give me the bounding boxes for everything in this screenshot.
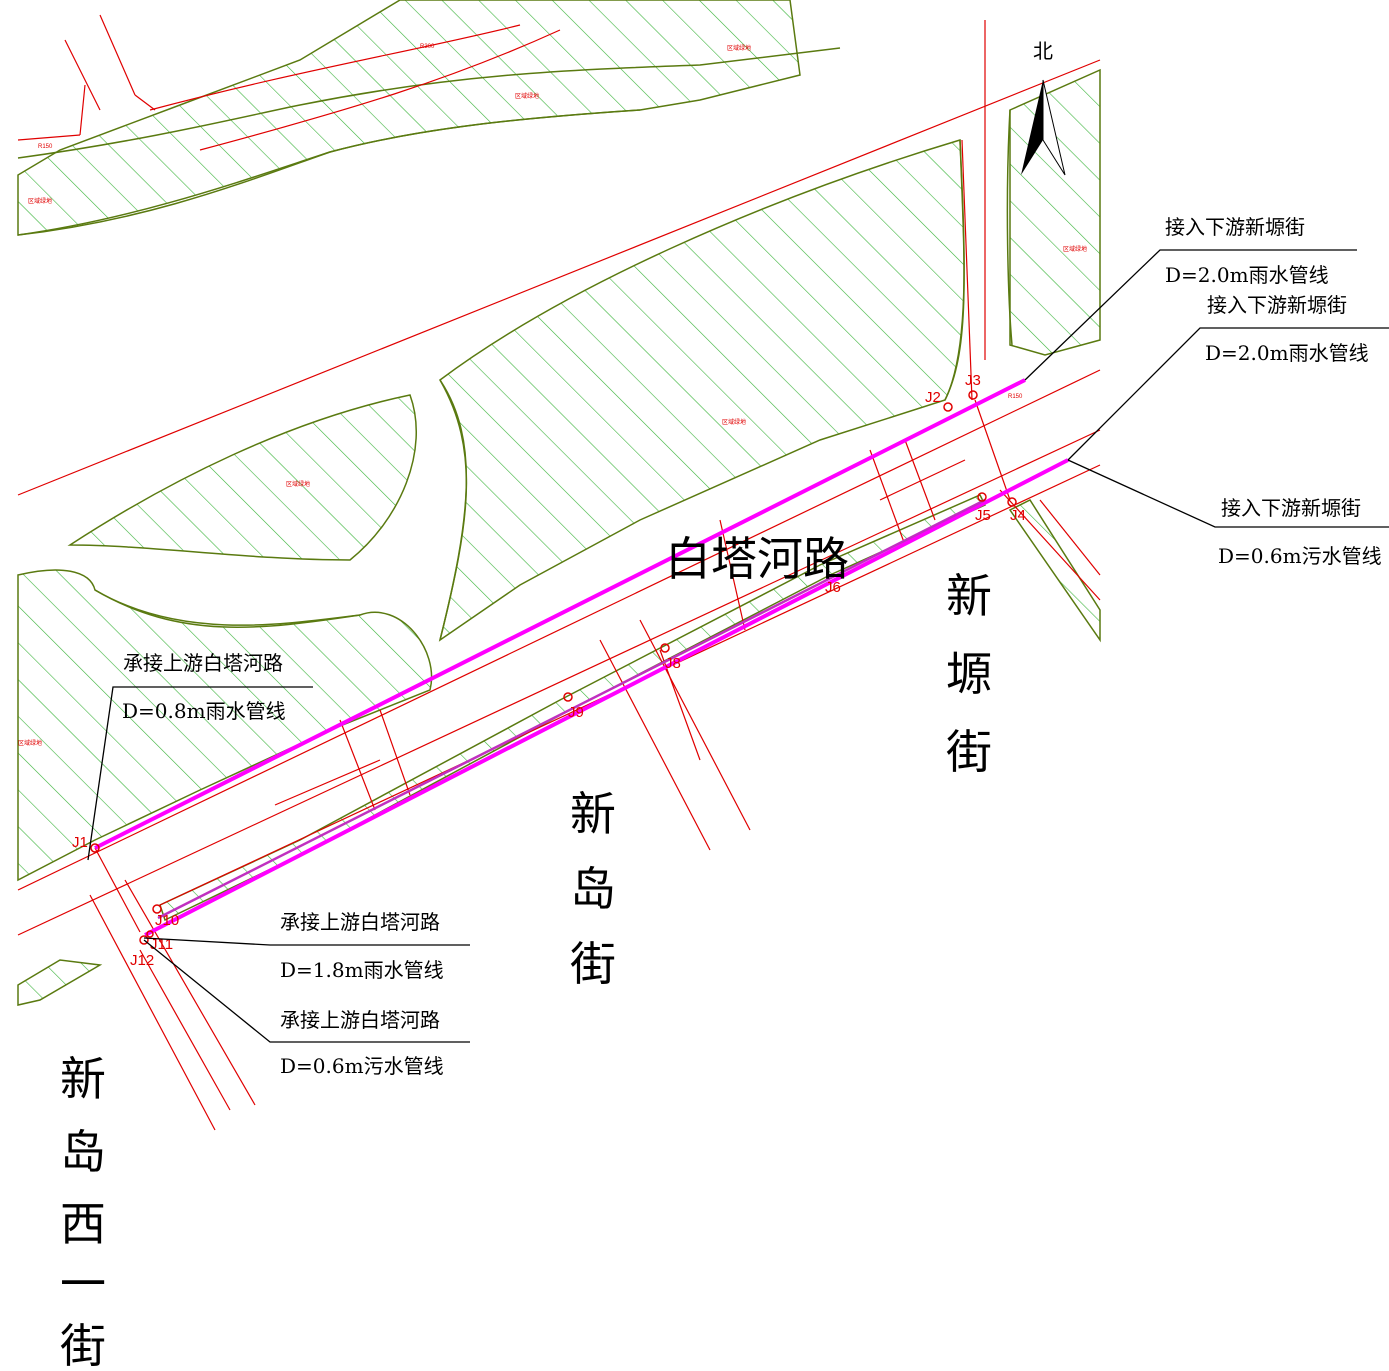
svg-text:塬: 塬 <box>946 647 992 701</box>
area-label: 区域绿地 <box>515 92 539 100</box>
road-name-xinyuan: 新 塬 街 <box>946 569 992 779</box>
svg-text:新: 新 <box>946 569 992 623</box>
north-arrow: 北 <box>1021 39 1066 176</box>
callout-group <box>87 249 1389 1043</box>
svg-text:西: 西 <box>60 1197 106 1251</box>
green-area-right-strip <box>1008 499 1101 643</box>
green-area-group <box>17 0 1101 1006</box>
road-name-xindao: 新 岛 街 <box>570 787 616 991</box>
callout-sub: D=1.8m雨水管线 <box>280 958 444 982</box>
junction-label: J2 <box>925 389 941 406</box>
area-label: 区域绿地 <box>722 418 746 426</box>
green-area-left-lens <box>67 394 417 561</box>
callout-sub: D=0.6m污水管线 <box>280 1054 444 1078</box>
road-name-baitahe: 白塔河路 <box>665 532 849 586</box>
callout-title: 接入下游新塬街 <box>1221 496 1361 520</box>
road-edge-group <box>17 47 1013 641</box>
radius-label: R150 <box>1008 394 1023 400</box>
svg-text:新: 新 <box>570 787 616 841</box>
callout-title: 承接上游白塔河路 <box>280 1008 440 1032</box>
small-labels: 区域绿地 区域绿地 区域绿地 区域绿地 区域绿地 区域绿地 区域绿地 R300 … <box>18 44 1087 747</box>
green-area-lower-left <box>17 569 433 882</box>
svg-text:岛: 岛 <box>570 862 616 916</box>
callout-title: 承接上游白塔河路 <box>280 910 440 934</box>
junction-label: J8 <box>665 655 681 672</box>
green-area-top-right <box>1009 68 1101 356</box>
junction-markers <box>90 390 1017 945</box>
north-label: 北 <box>1033 39 1053 63</box>
area-label: 区域绿地 <box>286 480 310 488</box>
rain-pipe-lower <box>144 458 1069 937</box>
svg-text:街: 街 <box>570 937 616 991</box>
junction-label: J9 <box>568 704 584 721</box>
area-label: 区域绿地 <box>18 739 42 747</box>
radius-label: R150 <box>38 144 53 150</box>
junction-label: J10 <box>155 912 179 929</box>
rain-pipe-upper <box>94 378 1026 850</box>
svg-text:新: 新 <box>60 1052 106 1106</box>
callout-sub: D=0.6m污水管线 <box>1218 544 1382 568</box>
callout-title: 承接上游白塔河路 <box>123 651 283 675</box>
callout-texts: 接入下游新塬街 D=2.0m雨水管线 接入下游新塬街 D=2.0m雨水管线 接入… <box>122 215 1382 1078</box>
green-area-bottom-left <box>17 959 103 1006</box>
svg-text:岛: 岛 <box>60 1125 106 1179</box>
junction-label: J12 <box>130 952 154 969</box>
junction-label: J1 <box>72 834 88 851</box>
area-label: 区域绿地 <box>28 197 52 205</box>
area-label: 区域绿地 <box>727 44 751 52</box>
callout-sub: D=2.0m雨水管线 <box>1205 341 1369 365</box>
callout-title: 接入下游新塬街 <box>1165 215 1305 239</box>
junction-label: J6 <box>825 579 841 596</box>
road-lines-group <box>17 14 1101 1131</box>
junction-label: J5 <box>975 507 991 524</box>
svg-text:一: 一 <box>60 1257 106 1311</box>
callout-sub: D=2.0m雨水管线 <box>1165 263 1329 287</box>
road-name-xindaoxiyi: 新 岛 西 一 街 <box>60 1052 106 1371</box>
green-area-top-belt <box>17 0 801 236</box>
radius-label: R300 <box>420 44 435 50</box>
svg-text:街: 街 <box>60 1319 106 1371</box>
callout-title: 接入下游新塬街 <box>1207 293 1347 317</box>
junction-label: J3 <box>965 372 981 389</box>
sewer-pipe <box>157 498 986 920</box>
junction-label: J4 <box>1010 507 1026 524</box>
callout-sub: D=0.8m雨水管线 <box>122 699 286 723</box>
area-label: 区域绿地 <box>1063 245 1087 253</box>
svg-text:街: 街 <box>946 725 992 779</box>
pipe-group <box>94 378 1069 937</box>
